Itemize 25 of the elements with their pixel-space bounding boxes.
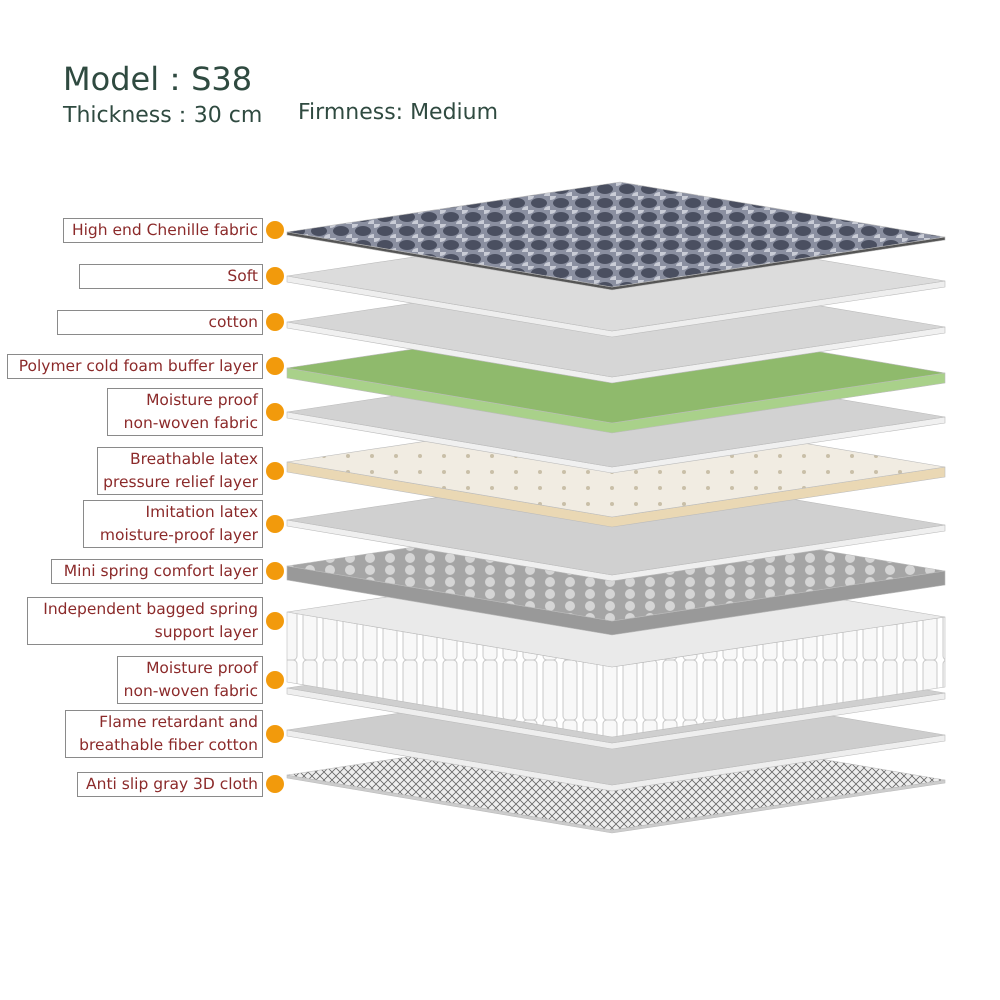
layer-label: Moisture proof non-woven fabric: [122, 658, 258, 702]
layer-label: Flame retardant and breathable fiber cotton: [78, 712, 258, 756]
layer-label: cotton: [208, 312, 258, 332]
layer-label: Independent bagged spring support layer: [42, 599, 258, 643]
spec-text: Thickness：30 cm: [63, 102, 262, 130]
layer-label-box: [27, 597, 263, 645]
layer-label-box: [57, 310, 263, 334]
layer-label-box: [63, 218, 263, 242]
model-title: Model：S38: [63, 59, 252, 100]
layer-label-box: [107, 388, 263, 436]
layer-label-box: [79, 264, 263, 288]
layer-label-box: [51, 558, 263, 584]
layer-label: Anti slip gray 3D cloth: [85, 774, 258, 794]
layer-label: Moisture proof non-woven fabric: [122, 390, 258, 434]
layer-label-box: [77, 772, 263, 796]
layer-label: Mini spring comfort layer: [62, 560, 258, 582]
layer-label: Imitation latex moisture-proof layer: [98, 502, 258, 546]
layer-label: Soft: [226, 266, 258, 286]
layer-label-box: [65, 710, 263, 758]
layer-label-box: [83, 500, 263, 548]
layer-label: High end Chenille fabric: [70, 220, 258, 240]
layer-label-box: [7, 354, 263, 378]
layer-label: Breathable latex pressure relief layer: [102, 449, 258, 493]
spec-text: Firmness: Medium: [298, 100, 498, 125]
layer-label: Polymer cold foam buffer layer: [18, 356, 258, 376]
